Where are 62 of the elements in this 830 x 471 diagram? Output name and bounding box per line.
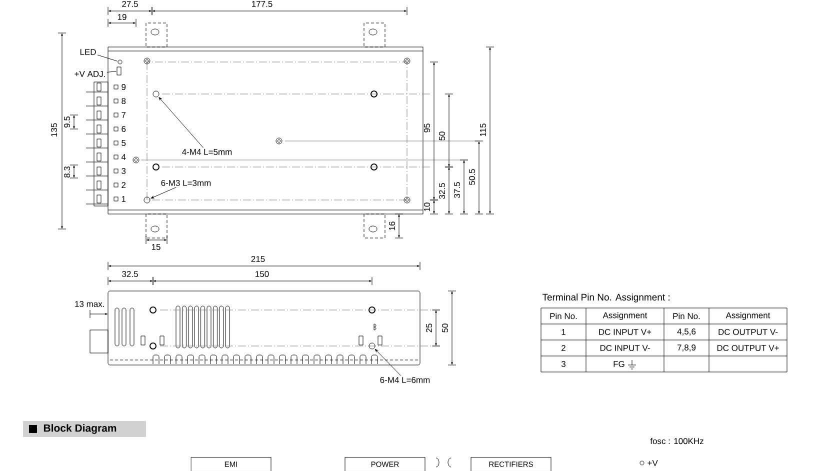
table-entry: FG	[614, 361, 624, 367]
leader-line	[106, 71, 117, 72]
table-entry: DC INPUT V-	[600, 345, 650, 351]
dimension-text: 10	[424, 202, 430, 212]
table-entry: 1	[562, 329, 566, 335]
table-entry: DC INPUT V+	[599, 329, 652, 335]
table-entry: Pin No.	[673, 312, 700, 320]
dimension-text: 135	[51, 123, 58, 136]
callout-text: 4-M4 L=5mm	[182, 149, 232, 155]
adjuster-knob	[116, 66, 122, 76]
dimension-text: 19	[118, 14, 126, 20]
dimension-text: 150	[256, 271, 269, 277]
table-entry: DC OUTPUT V-	[718, 329, 778, 335]
pin-number: 3	[122, 168, 126, 174]
dimension-text: 8.3	[64, 166, 70, 178]
pin-number: 8	[122, 98, 126, 104]
leader-line	[97, 54, 118, 62]
table-title: Terminal Pin No. Assignment :	[542, 294, 670, 302]
dimension-text: 25	[426, 324, 432, 332]
dimension-text: 32.5	[122, 271, 138, 277]
pin-number: 5	[122, 140, 126, 146]
dimension-text: 50	[439, 132, 445, 140]
callout-text: +V ADJ.	[74, 71, 105, 77]
pin-number: 1	[122, 196, 126, 202]
leader-line	[158, 97, 204, 148]
dimension-text: 50	[442, 324, 448, 332]
table-entry: DC OUTPUT V+	[717, 345, 779, 351]
table-entry: Pin No.	[550, 312, 577, 320]
pin-number: 9	[122, 84, 126, 90]
pin-number: 6	[122, 126, 126, 132]
dimension-text: 13 max.	[75, 301, 104, 307]
dimension-text: 37.5	[454, 182, 460, 198]
dimension-text: 15	[152, 244, 160, 250]
dimension-text: 95	[424, 124, 430, 132]
leader-line	[374, 348, 402, 376]
callout-text: 6-M4 L=6mm	[380, 377, 430, 383]
dimension-text: 177.5	[252, 1, 272, 7]
mounting-hole	[152, 90, 160, 98]
dimension-text: 27.5	[122, 1, 138, 7]
dimension-text: 32.5	[439, 183, 445, 199]
dimension-text: 215	[251, 256, 265, 262]
dimension-text: 115	[480, 124, 486, 136]
table-entry: 3	[561, 361, 566, 367]
dimension-text: 9.5	[64, 116, 70, 128]
dimension-text: 16	[389, 222, 395, 230]
leader-line	[150, 187, 176, 198]
mounting-hole	[368, 342, 376, 350]
table-entry: 7,8,9	[677, 344, 696, 352]
callout-text: 6-M3 L=3mm	[161, 180, 211, 186]
frequency-note: fosc : 100KHz	[650, 438, 704, 444]
pin-number: 7	[122, 112, 126, 118]
pin-number: 4	[121, 154, 126, 160]
dimension-text: 50.5	[469, 169, 475, 185]
output-text: +V	[648, 460, 658, 466]
table-entry: Assignment	[602, 312, 648, 320]
section-heading: Block Diagram	[23, 421, 146, 437]
table-entry: Assignment	[726, 312, 770, 320]
table-entry: 2	[562, 345, 566, 351]
callout-text: LED	[80, 49, 96, 55]
table-entry: 4,5,6	[677, 328, 696, 336]
mounting-hole	[144, 196, 150, 204]
pin-number: 2	[122, 182, 126, 188]
